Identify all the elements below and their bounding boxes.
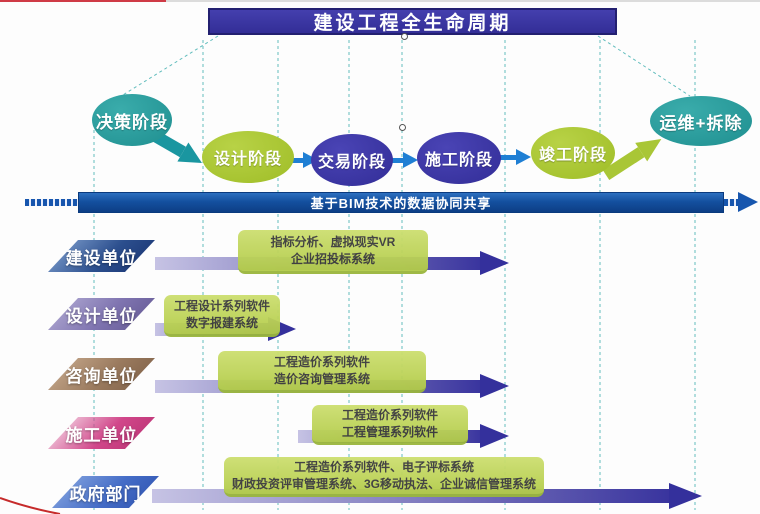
org-government-label: 政府部门: [69, 484, 142, 504]
arrow-design-to-trade-icon: [292, 158, 304, 163]
bim-bar-left-tail: [25, 199, 78, 206]
row3-system-line1: 工程造价系列软件: [273, 354, 370, 369]
row4-systems-box: 工程造价系列软件 工程管理系列软件: [312, 405, 468, 445]
bim-bar-right-tail: [724, 199, 740, 206]
row5-system-line1: 工程造价系列软件、电子评标系统: [293, 459, 474, 474]
title-banner: 建设工程全生命周期: [208, 8, 617, 35]
row4-timeline-arrowhead-icon: [480, 424, 509, 448]
row3-timeline-arrowhead-icon: [480, 374, 509, 398]
red-corner-line: [0, 497, 61, 514]
org-consulting-unit-label: 咨询单位: [65, 366, 138, 386]
stage-operation-label: 运维+拆除: [659, 113, 743, 133]
org-construction-owner-label: 建设单位: [65, 248, 138, 268]
row1-systems-box: 指标分析、虚拟现实VR 企业招投标系统: [238, 230, 428, 274]
connector-handle-top: [401, 33, 408, 40]
stage-decision: 决策阶段: [92, 94, 172, 146]
row3-systems-box: 工程造价系列软件 造价咨询管理系统: [218, 351, 426, 393]
row5-systems-box: 工程造价系列软件、电子评标系统 财政投资评审管理系统、3G移动执法、企业诚信管理…: [224, 457, 544, 497]
row2-system-line2: 数字报建系统: [185, 315, 258, 330]
arrow-construction-to-completion-icon: [500, 155, 517, 160]
row2-systems-box: 工程设计系列软件 数字报建系统: [164, 295, 280, 337]
stage-construction: 施工阶段: [417, 132, 501, 184]
org-construction-contractor-label: 施工单位: [65, 425, 138, 445]
diagram-title: 建设工程全生命周期: [313, 13, 512, 34]
stage-operation: 运维+拆除: [650, 96, 752, 146]
row5-system-line2: 财政投资评审管理系统、3G移动执法、企业诚信管理系统: [231, 476, 536, 491]
stage-decision-label: 决策阶段: [96, 112, 168, 132]
row4-system-line2: 工程管理系列软件: [341, 424, 438, 439]
arrow-trade-to-construction-head-icon: [403, 152, 418, 168]
arrow-trade-to-construction-icon: [391, 158, 404, 163]
row3-system-line2: 造价咨询管理系统: [273, 371, 370, 386]
stage-completion: 竣工阶段: [531, 127, 615, 179]
row1-system-line1: 指标分析、虚拟现实VR: [270, 234, 396, 249]
org-design-unit-label: 设计单位: [65, 306, 138, 326]
stage-completion-label: 竣工阶段: [538, 147, 607, 164]
top-border: [0, 0, 760, 2]
arrow-construction-to-completion-head-icon: [516, 149, 531, 165]
bim-arrowhead-icon: [738, 192, 758, 212]
stage-design-label: 设计阶段: [213, 151, 282, 168]
row4-system-line1: 工程造价系列软件: [341, 407, 438, 422]
stage-design: 设计阶段: [202, 131, 294, 183]
row5-timeline-arrowhead-icon: [669, 483, 702, 509]
stage-construction-label: 施工阶段: [424, 152, 493, 169]
row2-system-line1: 工程设计系列软件: [173, 298, 270, 313]
stage-trade-label: 交易阶段: [317, 154, 386, 171]
row1-timeline-arrowhead-icon: [480, 251, 509, 275]
bim-bar: 基于BIM技术的数据协同共享: [78, 192, 724, 213]
stage-trade: 交易阶段: [311, 134, 393, 186]
row1-system-line2: 企业招投标系统: [290, 251, 375, 266]
connector-handle-mid: [399, 124, 406, 131]
bim-bar-label: 基于BIM技术的数据协同共享: [310, 196, 492, 211]
